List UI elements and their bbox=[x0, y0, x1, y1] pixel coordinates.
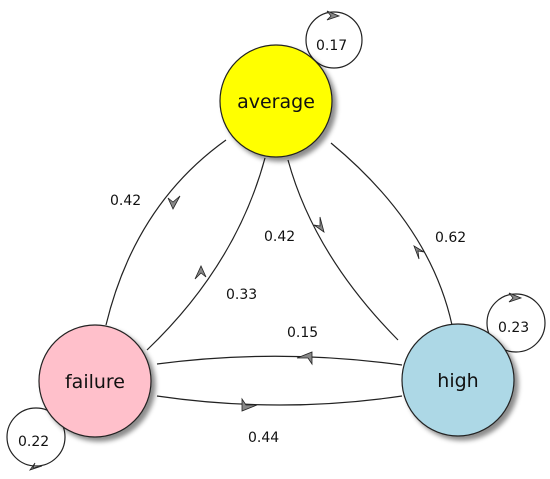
edge-label-average-high: 0.42 bbox=[264, 229, 295, 245]
edge-high-high: 0.23 bbox=[486, 292, 546, 353]
node-average: average bbox=[219, 44, 333, 158]
nodes: average failure high bbox=[38, 44, 515, 438]
node-high-shape bbox=[401, 323, 515, 437]
edge-label-failure-average: 0.33 bbox=[226, 287, 257, 303]
node-failure: failure bbox=[38, 324, 152, 438]
edge-failure-average: 0.33 bbox=[146, 157, 266, 351]
edge-label-high-average: 0.62 bbox=[435, 230, 466, 246]
node-failure-label: failure bbox=[65, 371, 125, 393]
node-average-shape bbox=[219, 44, 333, 158]
edge-high-failure: 0.15 bbox=[156, 325, 403, 366]
node-average-label: average bbox=[237, 91, 315, 113]
edge-failure-high: 0.44 bbox=[156, 395, 403, 446]
edge-label-failure-failure: 0.22 bbox=[18, 434, 49, 450]
edge-label-high-high: 0.23 bbox=[498, 320, 529, 336]
edge-high-average: 0.62 bbox=[330, 142, 466, 326]
edge-average-high: 0.42 bbox=[264, 159, 399, 341]
edge-label-average-average: 0.17 bbox=[316, 38, 347, 54]
edge-label-average-failure: 0.42 bbox=[110, 193, 141, 209]
edges: 0.17 0.42 0.33 0.42 0.62 bbox=[6, 10, 546, 471]
edge-label-failure-high: 0.44 bbox=[248, 430, 279, 446]
node-high: high bbox=[401, 323, 515, 437]
edge-average-failure: 0.42 bbox=[105, 139, 227, 326]
edge-label-high-failure: 0.15 bbox=[287, 325, 318, 341]
node-failure-shape bbox=[38, 324, 152, 438]
edge-failure-failure: 0.22 bbox=[6, 407, 66, 471]
edge-average-average: 0.17 bbox=[305, 10, 363, 69]
node-high-label: high bbox=[437, 370, 478, 392]
